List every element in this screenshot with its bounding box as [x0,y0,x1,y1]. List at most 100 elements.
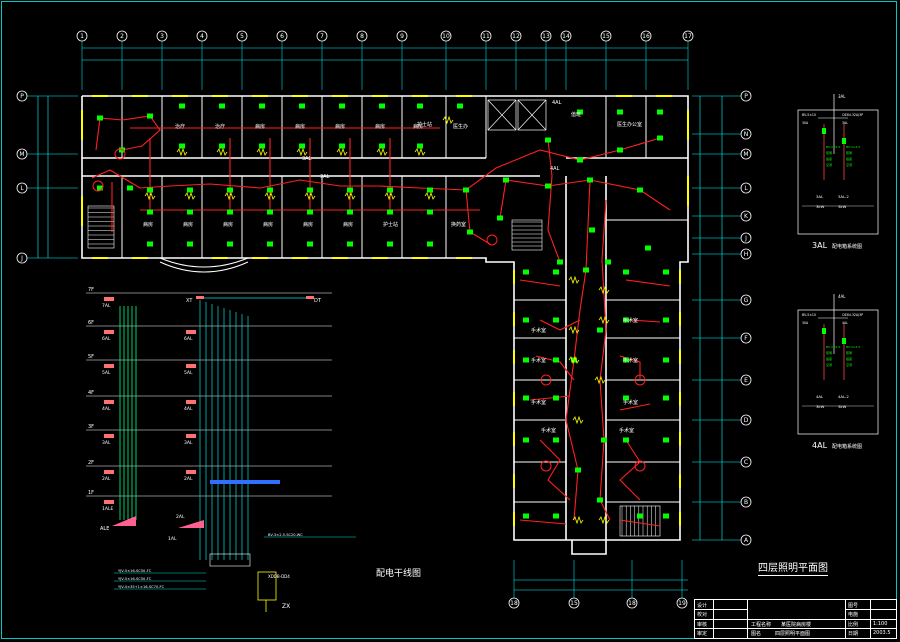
left-axis-P-label: P [20,93,24,100]
feeder-note: BV-3×2.5-SC20-WC [268,533,303,537]
diagram-note: 30A [802,321,809,325]
lamp-fixture [147,209,153,215]
top-axis-8-label: 8 [360,33,364,40]
lamp-fixture [127,185,133,191]
circuit-run [535,355,575,381]
ceiling-fan-icon [540,374,552,386]
lamp-fixture [663,513,669,519]
elevator-shafts [487,99,547,131]
branch-note: 插座 [846,156,852,161]
panel-label: 3AL [320,174,330,180]
lamp-fixture [553,437,559,443]
lamp-fixture [427,209,433,215]
riser-panel-label: 4AL [102,406,111,412]
title-block: 设计 校对 审核 审定 工程名称 某医院病房楼 图名 四层照明平面图 图号 电施… [694,599,897,639]
room-label: 病房 [303,221,313,228]
floor-panel-box [104,330,114,334]
lamp-fixture [523,317,529,323]
switch-symbol [598,315,610,325]
riser-mid-label: 2AL [184,476,193,482]
room-label: 手术室 [623,357,638,364]
room-label: 病房 [375,123,385,130]
tb-date-value: 2003.5 [873,630,891,636]
lamp-fixture [259,143,265,149]
switch-symbol [598,515,610,525]
entrance-canopy [159,261,249,273]
lighting-circuits [91,115,671,527]
circuit-run [625,279,671,287]
diagram-value: 3kW [816,404,825,409]
bottom-axis-18-label: 18 [628,600,636,607]
diagram-value: 4AL-2 [838,394,849,399]
feeder-note: YJV-5×16-SC50-FC [118,577,152,581]
lamp-fixture [663,317,669,323]
panel-label: 3AL [302,156,312,162]
switch-symbol [184,191,196,201]
circuit-run [519,279,561,287]
lamp-fixture [267,209,273,215]
breaker-icon [842,138,846,144]
branch-note: 照明 [826,351,832,355]
top-axis-11-label: 11 [482,33,490,40]
lamp-fixture [347,209,353,215]
breaker-icon [822,128,826,134]
lamp-fixture [637,187,643,193]
lamp-fixture [523,269,529,275]
feed-zx: ZX [282,603,290,610]
lamp-fixture [577,157,583,163]
bottom-axis-15-label: 15 [570,600,578,607]
top-axis-16-label: 16 [642,33,650,40]
branch-note: BV-3×2.5 [846,345,860,349]
lamp-fixture [259,103,265,109]
riser-mid-label: 6AL [184,336,193,342]
branch-note: 空调 [846,162,852,167]
diagram-note: 3AL [842,121,848,125]
room-label: 手术室 [623,317,638,324]
diagram-note: 30A [802,121,809,125]
lamp-fixture [575,467,581,473]
diagram-note: C65N-32A/3P [842,113,863,117]
mid-panel-box [186,330,196,334]
mid-panel-box [186,400,196,404]
lamp-fixture [497,215,503,221]
stair-west [87,205,115,249]
tb-drawing-label: 图名 [751,631,762,637]
riser-title: 配电干线图 [376,569,422,579]
al2-label: 2AL [176,514,185,520]
lamp-fixture [379,143,385,149]
right-axis-E-label: E [744,377,748,384]
riser-mid-label: 3AL [184,440,193,446]
lamp-fixture [187,209,193,215]
lamp-fixture [339,103,345,109]
lamp-fixture [299,143,305,149]
circuit-run [619,439,641,501]
room-label: 护士站 [417,121,432,128]
switch-symbol [572,515,584,525]
riser-panel-label: 3AL [102,440,111,446]
right-axis-A-label: A [744,537,749,544]
room-label: 病房 [255,123,265,130]
switch-symbol [216,147,228,157]
right-axis-F-label: F [744,335,748,342]
top-axis-6-label: 6 [280,33,284,40]
lamp-fixture [227,209,233,215]
tb-approver: 审定 [697,631,708,637]
lamp-fixture [227,241,233,247]
lamp-fixture [623,317,629,323]
circuit-run [619,519,661,527]
lamp-fixture [467,229,473,235]
room-label: 换药室 [451,221,466,228]
circuit-run [547,139,561,263]
mid-panel-box [186,434,196,438]
lamp-fixture [227,187,233,193]
room-label: 医生办 [453,123,468,130]
lamp-fixture [417,103,423,109]
lamp-fixture [553,513,559,519]
switch-symbol [568,325,580,335]
lamp-fixture [589,227,595,233]
switch-symbol [336,147,348,157]
ceiling-fan-icon [114,148,126,160]
diagram-sub-4al: 配电箱系统图 [832,444,863,450]
stair-south [619,505,661,537]
